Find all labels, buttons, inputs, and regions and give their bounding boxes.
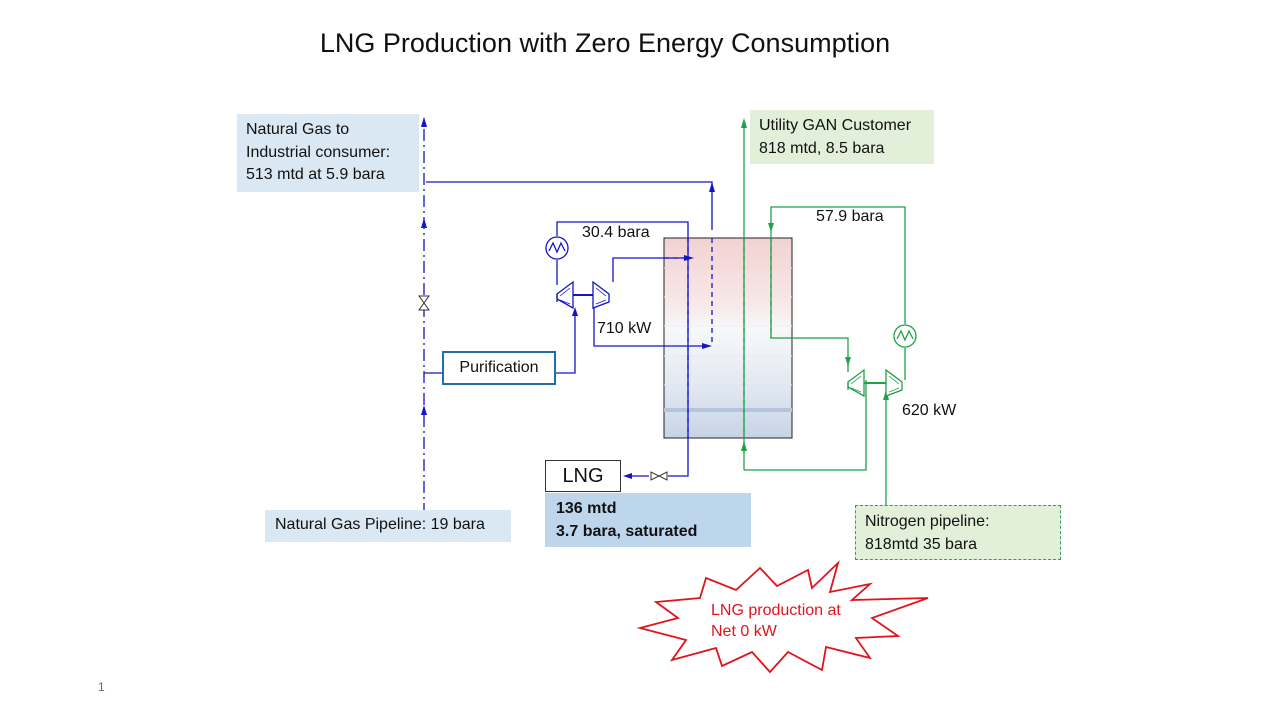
ng-industrial-line-1: Natural Gas to	[246, 121, 350, 138]
n2-pipeline-line-1: Nitrogen pipeline:	[865, 513, 990, 530]
utility-gan-box: Utility GAN Customer 818 mtd, 8.5 bara	[750, 110, 934, 164]
callout-line-1: LNG production at	[711, 602, 841, 619]
utility-gan-line-1: Utility GAN Customer	[759, 117, 912, 134]
cooler-icon	[545, 236, 569, 260]
ng-industrial-line-2: Industrial consumer:	[246, 143, 391, 161]
natural-gas-lines	[424, 181, 715, 479]
ng-pipeline-label: Natural Gas Pipeline: 19 bara	[275, 516, 485, 533]
lng-product-box: 136 mtd 3.7 bara, saturated	[545, 493, 751, 547]
lng-tank-label: LNG	[545, 460, 621, 492]
callout-line-2: Net 0 kW	[711, 623, 777, 640]
lng-product-line-1: 136 mtd	[556, 500, 617, 517]
purification-unit: Purification	[442, 351, 556, 385]
page-number: 1	[98, 680, 105, 694]
pressure-30-4-label: 30.4 bara	[582, 224, 650, 241]
ng-industrial-box: Natural Gas to Industrial consumer: 513 …	[237, 114, 419, 192]
lng-product-line-2: 3.7 bara, saturated	[556, 522, 698, 540]
n2-pipeline-line-2: 818mtd 35 bara	[865, 535, 978, 553]
natural-gas-main-line	[421, 117, 427, 515]
power-710-label: 710 kW	[597, 320, 652, 337]
page-title: LNG Production with Zero Energy Consumpt…	[319, 28, 891, 58]
pressure-57-9-label: 57.9 bara	[816, 208, 884, 225]
valve-icon	[418, 295, 430, 311]
lng-valve-icon	[650, 471, 668, 481]
ng-pipeline-box: Natural Gas Pipeline: 19 bara	[265, 510, 511, 542]
net-zero-callout: LNG production at Net 0 kW	[711, 600, 861, 642]
n2-cooler-icon	[893, 324, 917, 348]
n2-compressor-expander-icon	[847, 368, 903, 398]
power-620-label: 620 kW	[902, 402, 957, 419]
utility-gan-line-2: 818 mtd, 8.5 bara	[759, 139, 885, 157]
net-zero-burst-shape	[636, 560, 929, 674]
n2-pipeline-box: Nitrogen pipeline: 818mtd 35 bara	[855, 505, 1061, 560]
compressor-expander-icon	[556, 280, 610, 310]
ng-industrial-line-3: 513 mtd at 5.9 bara	[246, 166, 385, 183]
